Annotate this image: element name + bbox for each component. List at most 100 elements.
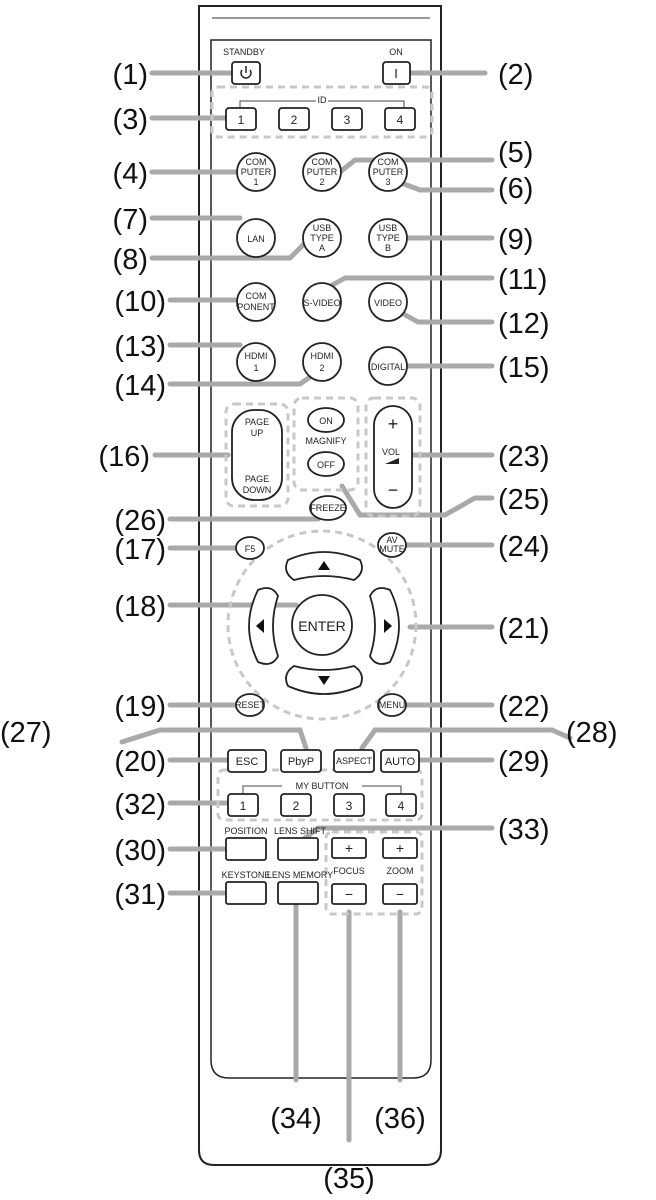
arrow-left-icon: [256, 619, 264, 633]
computer-1-label-b: PUTER: [241, 167, 272, 177]
usb-a-label-a: USB: [313, 223, 332, 233]
id-button-1-label: 1: [238, 113, 245, 127]
magnify-on-button[interactable]: [307, 407, 345, 433]
usb-type-b-button[interactable]: [368, 218, 408, 258]
id-button-3[interactable]: [331, 107, 363, 131]
position-button[interactable]: [225, 837, 267, 861]
callout-33: (33): [498, 814, 550, 846]
video-label: VIDEO: [374, 298, 402, 308]
arrow-down-icon: [318, 676, 330, 685]
computer-3-button[interactable]: [368, 152, 408, 192]
my-button-4[interactable]: [385, 793, 417, 817]
computer-2-label-b: PUTER: [307, 167, 338, 177]
pbyp-button[interactable]: [280, 749, 322, 773]
aspect-button[interactable]: [333, 749, 375, 773]
auto-button[interactable]: [380, 749, 420, 773]
callout-13: (13): [114, 331, 166, 363]
freeze-button[interactable]: [309, 495, 347, 521]
callout-16: (16): [98, 441, 150, 473]
video-button[interactable]: [368, 282, 408, 322]
volume-down-label: −: [388, 480, 399, 500]
callout-4: (4): [113, 158, 148, 190]
focus-minus-label: −: [345, 886, 353, 902]
auto-label: AUTO: [385, 756, 416, 768]
callout-32: (32): [114, 789, 166, 821]
callout-28: (28): [566, 717, 618, 749]
lens-shift-button[interactable]: [277, 837, 319, 861]
volume-up-label: +: [388, 414, 399, 434]
callout-2: (2): [498, 59, 533, 91]
callout-31: (31): [114, 879, 166, 911]
my-button-2[interactable]: [280, 793, 312, 817]
av-mute-button[interactable]: [377, 532, 407, 558]
lan-button[interactable]: [236, 218, 276, 258]
focus-label: FOCUS: [333, 866, 365, 876]
computer-2-label-c: 2: [319, 177, 324, 187]
volume-rocker-button[interactable]: [373, 405, 413, 509]
zoom-plus-label: +: [396, 840, 404, 856]
focus-plus-button[interactable]: [331, 837, 367, 859]
id-button-4[interactable]: [384, 107, 416, 131]
digital-label: DIGITAL: [371, 362, 405, 372]
page-rocker-button[interactable]: [231, 409, 283, 501]
id-button-2-label: 2: [291, 113, 298, 127]
standby-label: STANDBY: [223, 47, 265, 57]
position-label: POSITION: [224, 826, 267, 836]
callout-12: (12): [498, 308, 550, 340]
callout-26: (26): [114, 505, 166, 537]
callout-36: (36): [374, 1103, 426, 1135]
my-button-1[interactable]: [227, 793, 259, 817]
usb-type-a-button[interactable]: [302, 218, 342, 258]
menu-label: MENU: [379, 700, 406, 710]
enter-button[interactable]: [291, 594, 353, 656]
page-down-label-b: DOWN: [243, 485, 272, 495]
magnify-off-button[interactable]: [307, 451, 345, 477]
zoom-minus-button[interactable]: [382, 883, 418, 905]
hdmi-2-button[interactable]: [302, 342, 342, 382]
lan-label: LAN: [247, 234, 265, 244]
keystone-button[interactable]: [225, 881, 267, 905]
lens-memory-button[interactable]: [277, 881, 319, 905]
computer-3-label-a: COM: [378, 157, 399, 167]
dashed-groups: [210, 85, 434, 916]
callout-34: (34): [270, 1103, 322, 1135]
computer-1-button[interactable]: [236, 152, 276, 192]
my-button-3[interactable]: [333, 793, 365, 817]
menu-button[interactable]: [377, 693, 407, 717]
hdmi-1-button[interactable]: [236, 342, 276, 382]
callout-27: (27): [0, 717, 52, 749]
pbyp-label: PbyP: [288, 756, 314, 768]
id-button-1[interactable]: [225, 107, 257, 131]
id-label: ID: [318, 95, 328, 105]
s-video-button[interactable]: [302, 282, 342, 322]
power-icon: [240, 66, 252, 79]
f5-button[interactable]: [235, 536, 265, 560]
keystone-label: KEYSTONE: [222, 870, 271, 880]
on-button[interactable]: [382, 61, 411, 85]
callout-23: (23): [498, 441, 550, 473]
callout-15: (15): [498, 352, 550, 384]
page-down-label-a: PAGE: [245, 474, 269, 484]
zoom-label: ZOOM: [387, 866, 414, 876]
lens-memory-label: LENS MEMORY: [267, 870, 333, 880]
zoom-plus-button[interactable]: [382, 837, 418, 859]
computer-2-button[interactable]: [302, 152, 342, 192]
my-button-3-label: 3: [346, 799, 353, 813]
component-label-a: COM: [246, 291, 267, 301]
focus-minus-button[interactable]: [331, 883, 367, 905]
computer-1-label-c: 1: [253, 177, 258, 187]
callout-1: (1): [113, 59, 148, 91]
id-button-3-label: 3: [344, 113, 351, 127]
digital-button[interactable]: [368, 346, 408, 386]
f5-label: F5: [245, 544, 256, 554]
esc-button[interactable]: [227, 749, 267, 773]
usb-b-label-b: TYPE: [376, 233, 400, 243]
av-mute-label-a: AV: [386, 535, 397, 545]
callout-22: (22): [498, 691, 550, 723]
reset-button[interactable]: [235, 693, 265, 717]
component-button[interactable]: [236, 282, 276, 322]
id-button-2[interactable]: [278, 107, 310, 131]
arrow-right-icon: [384, 619, 392, 633]
